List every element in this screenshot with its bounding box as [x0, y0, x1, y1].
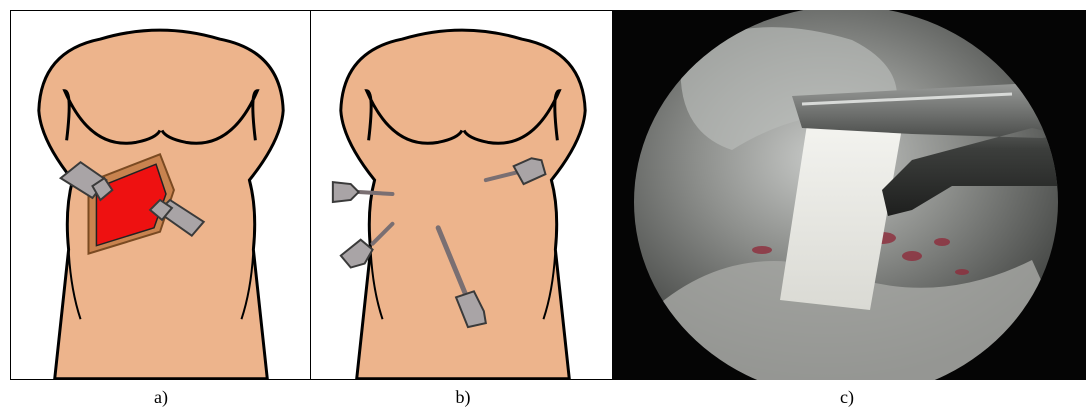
- caption-b: b): [433, 387, 493, 408]
- panel-c-endoscope-view: [612, 10, 1086, 380]
- caption-a: a): [131, 387, 191, 408]
- panel-b-minimally-invasive: [310, 10, 614, 380]
- panel-a-open-surgery: [10, 10, 312, 380]
- torso-open-surgery-illustration: [11, 11, 311, 379]
- caption-c: c): [817, 387, 877, 408]
- torso-laparoscopic-ports-illustration: [311, 11, 613, 379]
- thoracoscopic-camera-view-image: [612, 10, 1086, 380]
- torso-shape: [341, 30, 585, 379]
